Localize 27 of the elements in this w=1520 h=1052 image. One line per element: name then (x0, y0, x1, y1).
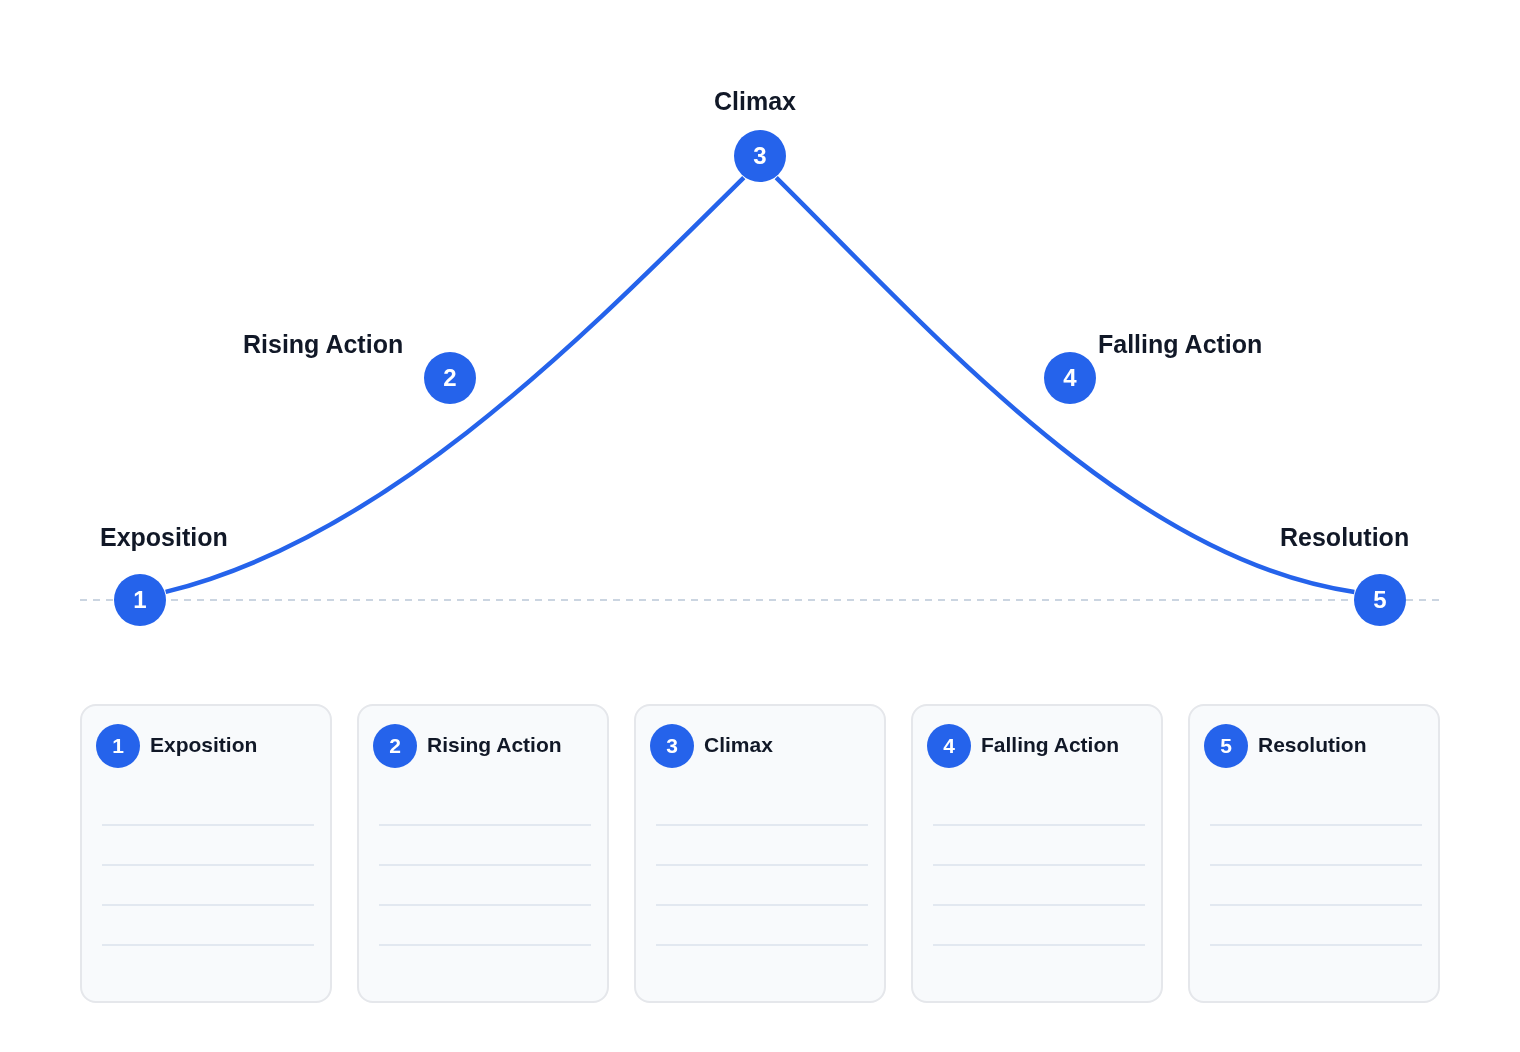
step-marker: 5 (1354, 574, 1406, 626)
step-badge: 2 (373, 724, 417, 768)
plot-curve (774, 176, 1355, 595)
card-title: Resolution (1258, 732, 1367, 758)
stage-label: Climax (714, 86, 796, 116)
stage-card (357, 704, 609, 1003)
step-marker: 1 (114, 574, 166, 626)
stage-label: Falling Action (1098, 329, 1263, 359)
step-marker: 4 (1044, 352, 1096, 404)
card-title: Rising Action (427, 732, 562, 758)
stage-label: Resolution (1280, 522, 1410, 552)
stage-label: Rising Action (243, 329, 404, 359)
plot-curve (165, 176, 746, 595)
step-badge: 5 (1204, 724, 1248, 768)
stage-label: Exposition (100, 522, 228, 552)
card-title: Climax (704, 732, 773, 758)
card-title: Falling Action (981, 732, 1120, 758)
stage-card (911, 704, 1163, 1003)
stage-card (1188, 704, 1440, 1003)
step-badge: 4 (927, 724, 971, 768)
step-badge: 1 (96, 724, 140, 768)
step-badge: 3 (650, 724, 694, 768)
stage-card (80, 704, 332, 1003)
card-title: Exposition (150, 732, 258, 758)
step-marker: 2 (424, 352, 476, 404)
step-marker: 3 (734, 130, 786, 182)
stage-card (634, 704, 886, 1003)
